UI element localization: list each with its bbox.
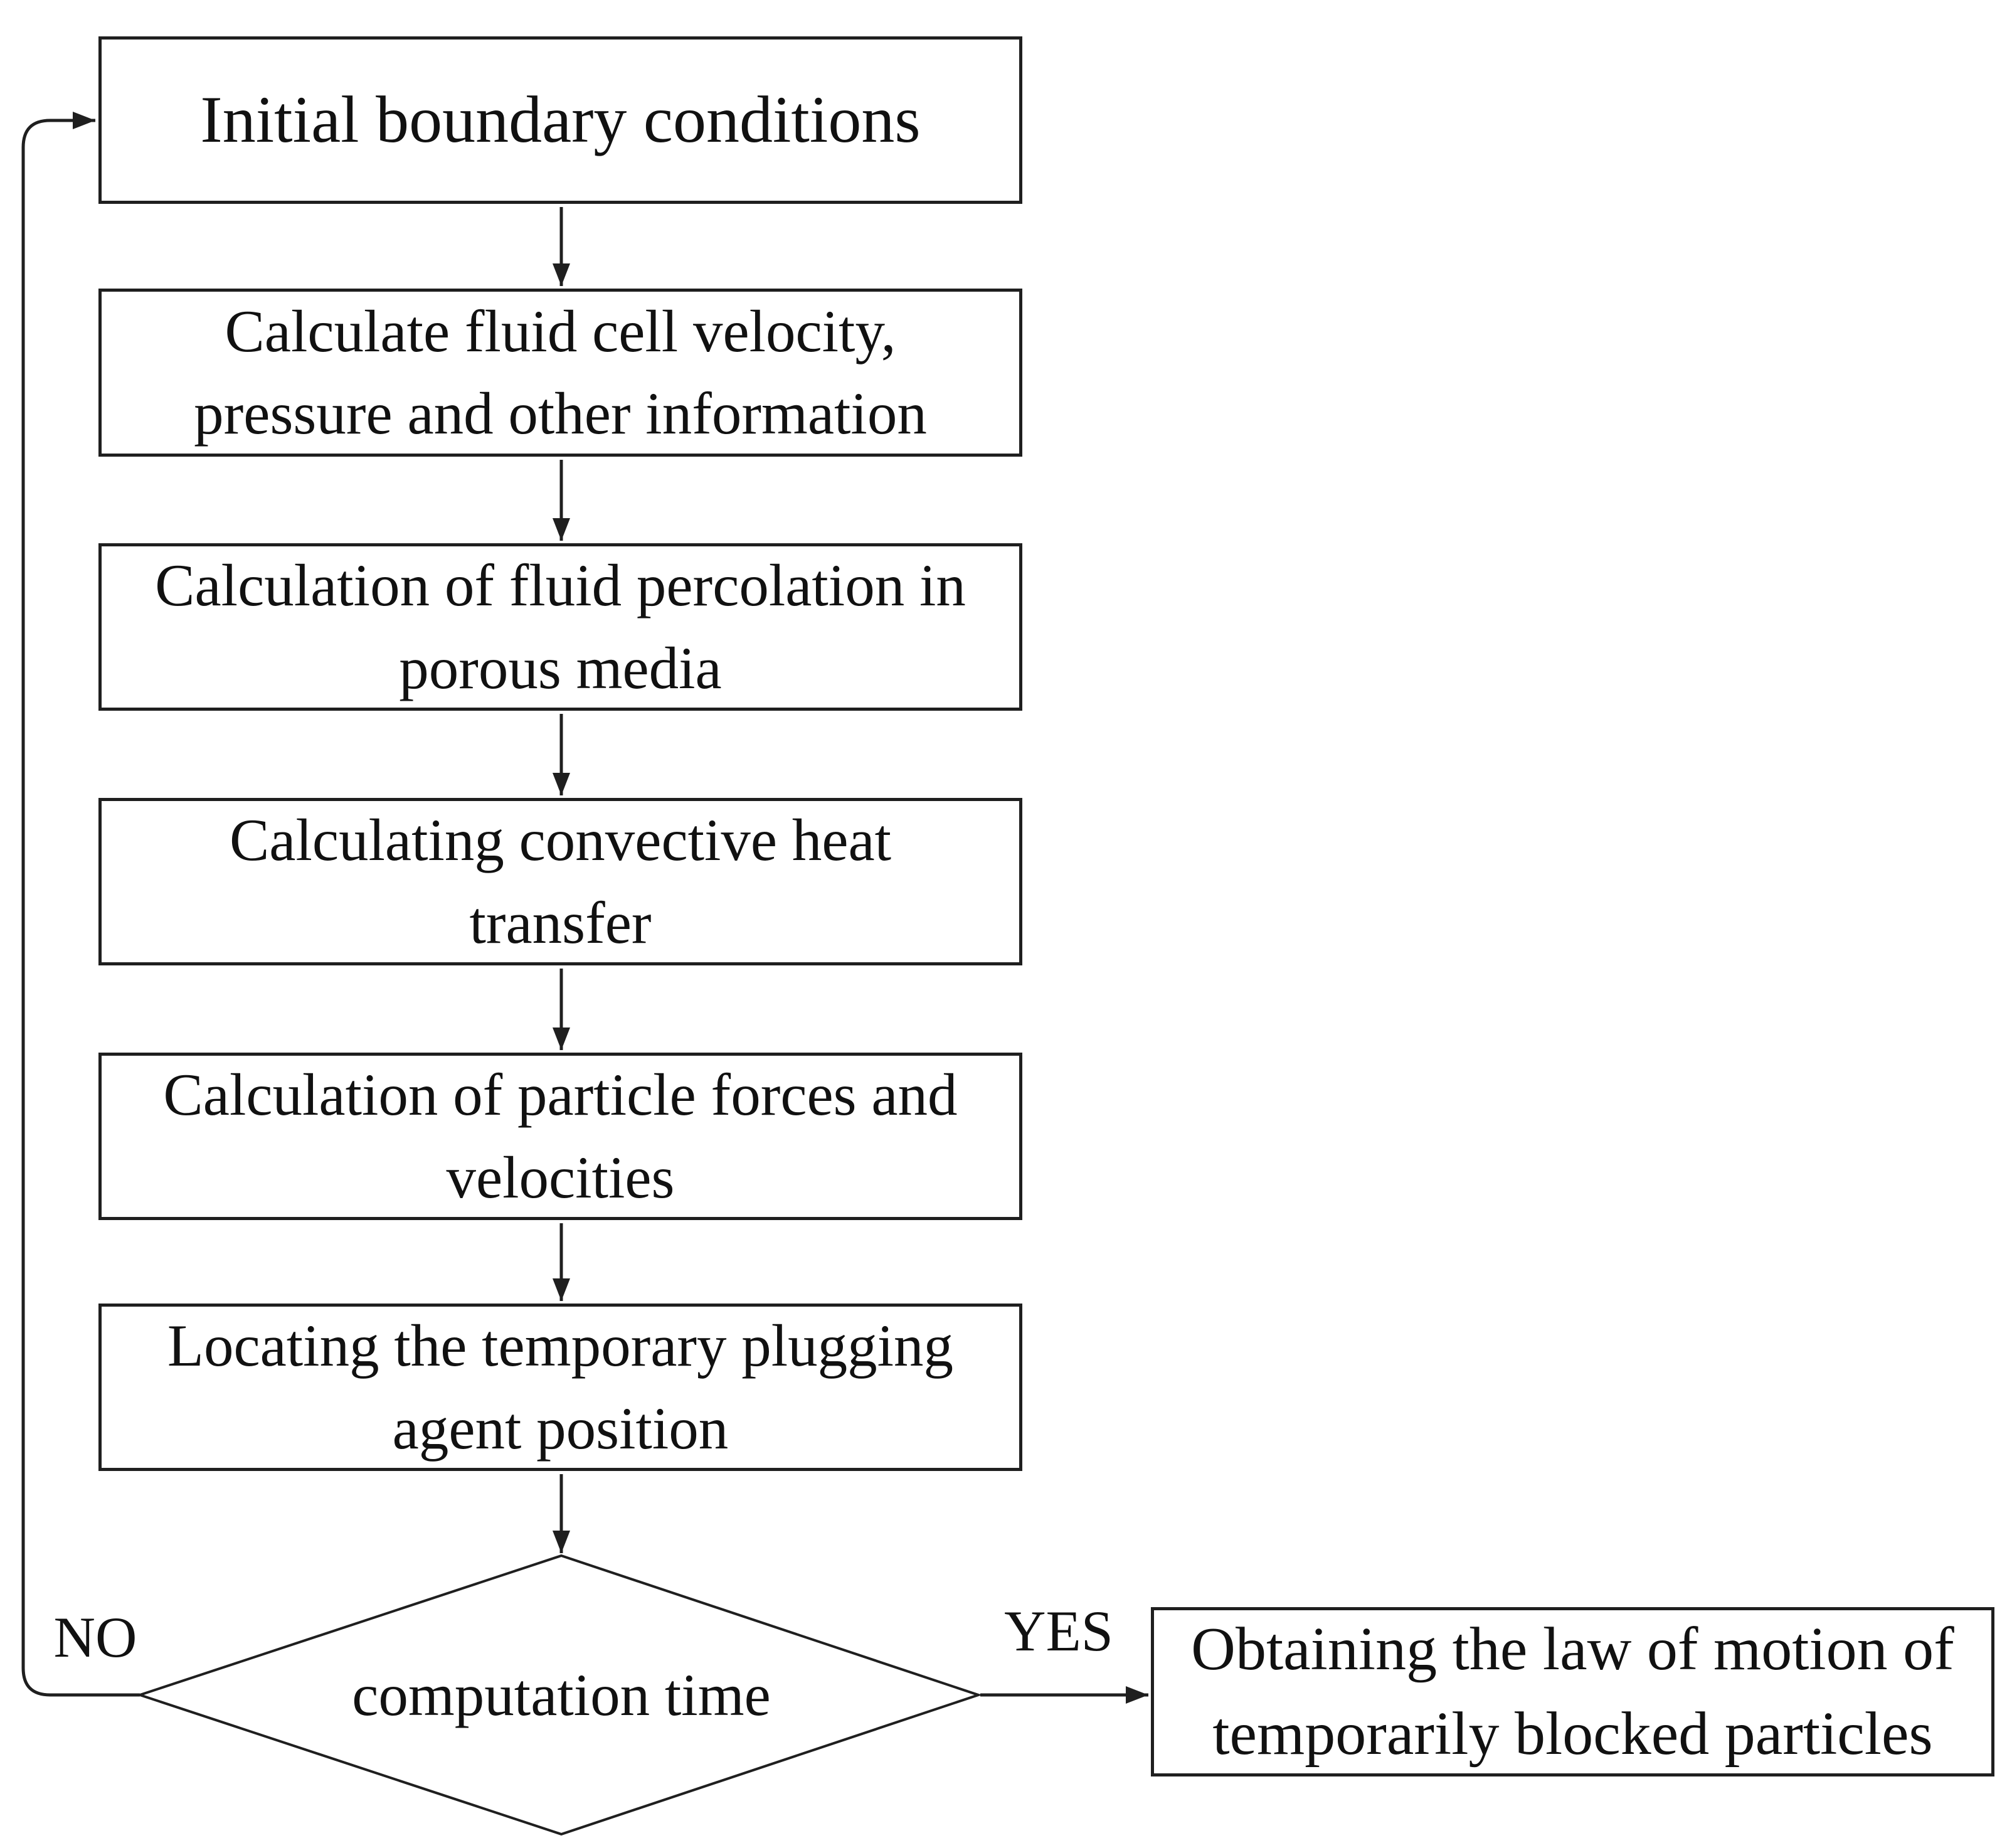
result-box: Obtaining the law of motion of temporari… [1151,1607,1994,1776]
decision-label: computation time [352,1662,771,1728]
step-label-line1: Calculation of fluid percolation in [155,552,966,619]
step-label-line1: Calculate fluid cell velocity, [225,297,896,364]
step-label-line2: pressure and other information [194,380,927,447]
step-label-line2: porous media [399,634,722,701]
step-initial-boundary-conditions: Initial boundary conditions [98,36,1022,204]
step-label-line1: Calculation of particle forces and [163,1061,958,1128]
no-branch-label: NO [53,1605,137,1669]
step-label: Initial boundary conditions [200,83,921,157]
step-convective-heat-transfer: Calculating convective heat transfer [98,798,1022,965]
step-label-line2: velocities [446,1144,675,1211]
step-fluid-percolation: Calculation of fluid percolation in poro… [98,543,1022,711]
step-label-line2: agent position [392,1394,729,1462]
result-label-line2: temporarily blocked particles [1212,1700,1933,1768]
yes-branch-label: YES [1004,1599,1113,1663]
step-label-line1: Locating the temporary plugging [167,1312,954,1379]
step-particle-forces: Calculation of particle forces and veloc… [98,1053,1022,1220]
no-loop-connector [21,112,140,1697]
step-label-line2: transfer [469,889,652,956]
step-plugging-agent-position: Locating the temporary plugging agent po… [98,1304,1022,1471]
decision-diamond [135,1554,983,1836]
step-fluid-cell-velocity: Calculate fluid cell velocity, pressure … [98,289,1022,457]
step-label-line1: Calculating convective heat [229,807,892,874]
result-label-line1: Obtaining the law of motion of [1191,1615,1954,1683]
